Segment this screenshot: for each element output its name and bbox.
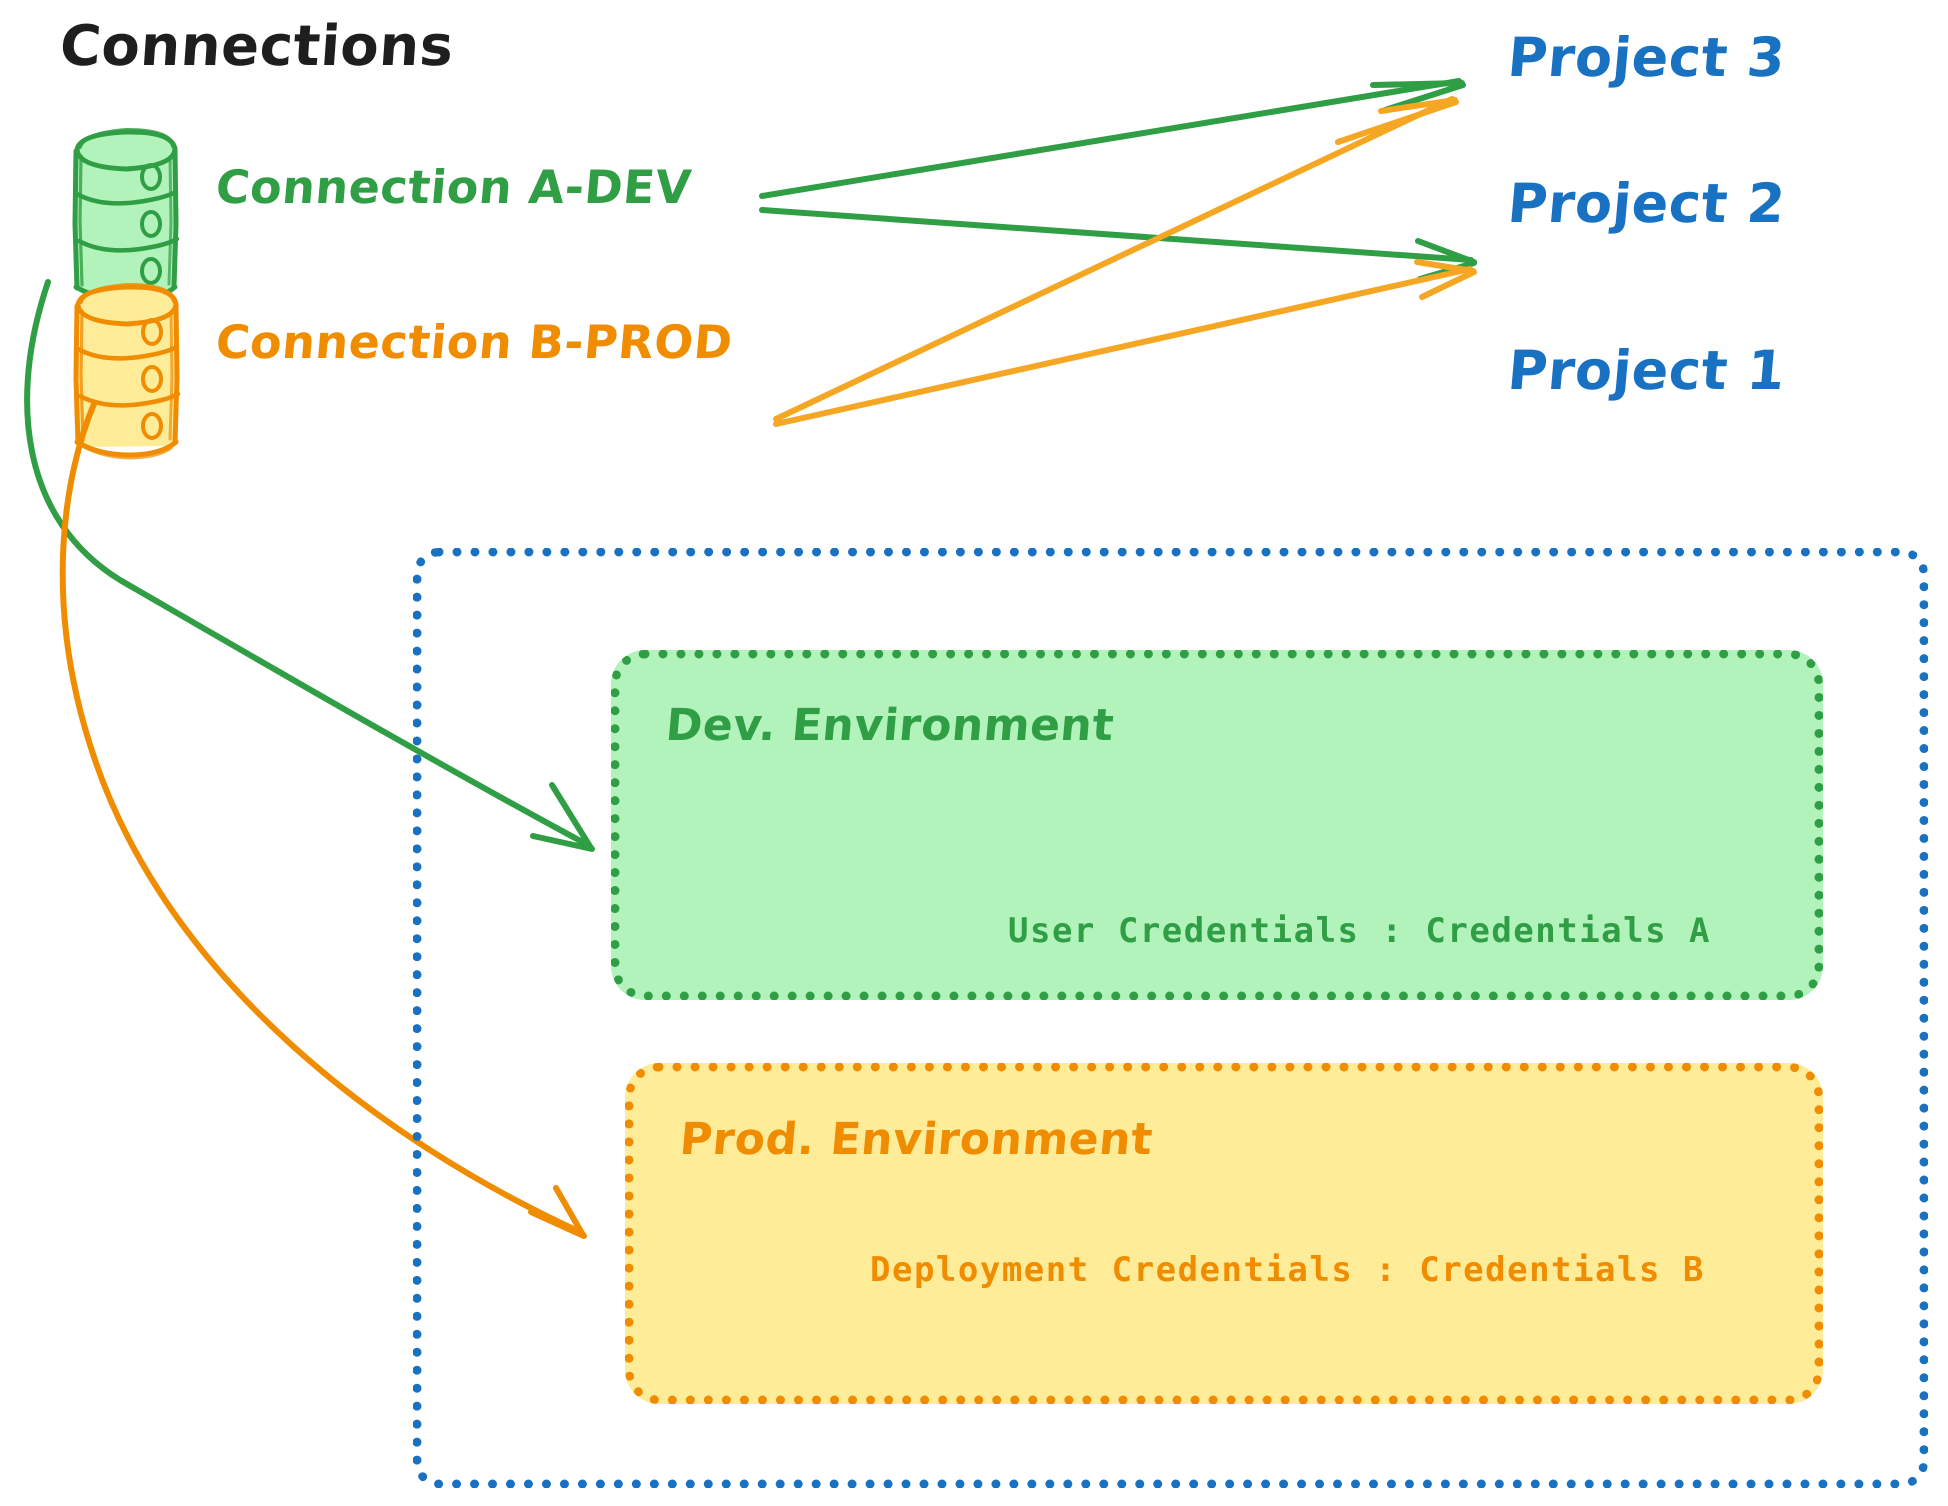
prod-environment-title: Prod. Environment bbox=[677, 1114, 1155, 1165]
dev-environment-box[interactable] bbox=[611, 650, 1823, 1000]
edge-a-dev-to-project-2 bbox=[759, 207, 1477, 282]
project-label-project-2[interactable]: Project 2 bbox=[1505, 172, 1788, 235]
database-cylinder-icon-green bbox=[72, 127, 180, 305]
project-label-project-3[interactable]: Project 3 bbox=[1505, 26, 1788, 89]
edge-a-dev-to-project-3 bbox=[759, 78, 1466, 199]
prod-environment-credentials: Deployment Credentials : Credentials B bbox=[870, 1250, 1705, 1290]
prod-environment-box[interactable] bbox=[625, 1063, 1823, 1404]
project1-container bbox=[413, 548, 1928, 1488]
connection-label-b-prod[interactable]: Connection B-PROD bbox=[213, 315, 735, 369]
edge-b-prod-to-project-3 bbox=[773, 96, 1459, 422]
edge-a-dev-to-dev-environment bbox=[24, 279, 595, 852]
database-cylinder-icon-orange bbox=[73, 282, 181, 460]
connection-label-a-dev[interactable]: Connection A-DEV bbox=[213, 160, 694, 214]
dev-environment-title: Dev. Environment bbox=[663, 700, 1117, 751]
page-title: Connections bbox=[57, 14, 456, 79]
dev-environment-credentials: User Credentials : Credentials A bbox=[1008, 911, 1712, 951]
project-label-project-1[interactable]: Project 1 bbox=[1505, 339, 1788, 402]
edge-b-prod-to-project-2 bbox=[773, 259, 1477, 427]
